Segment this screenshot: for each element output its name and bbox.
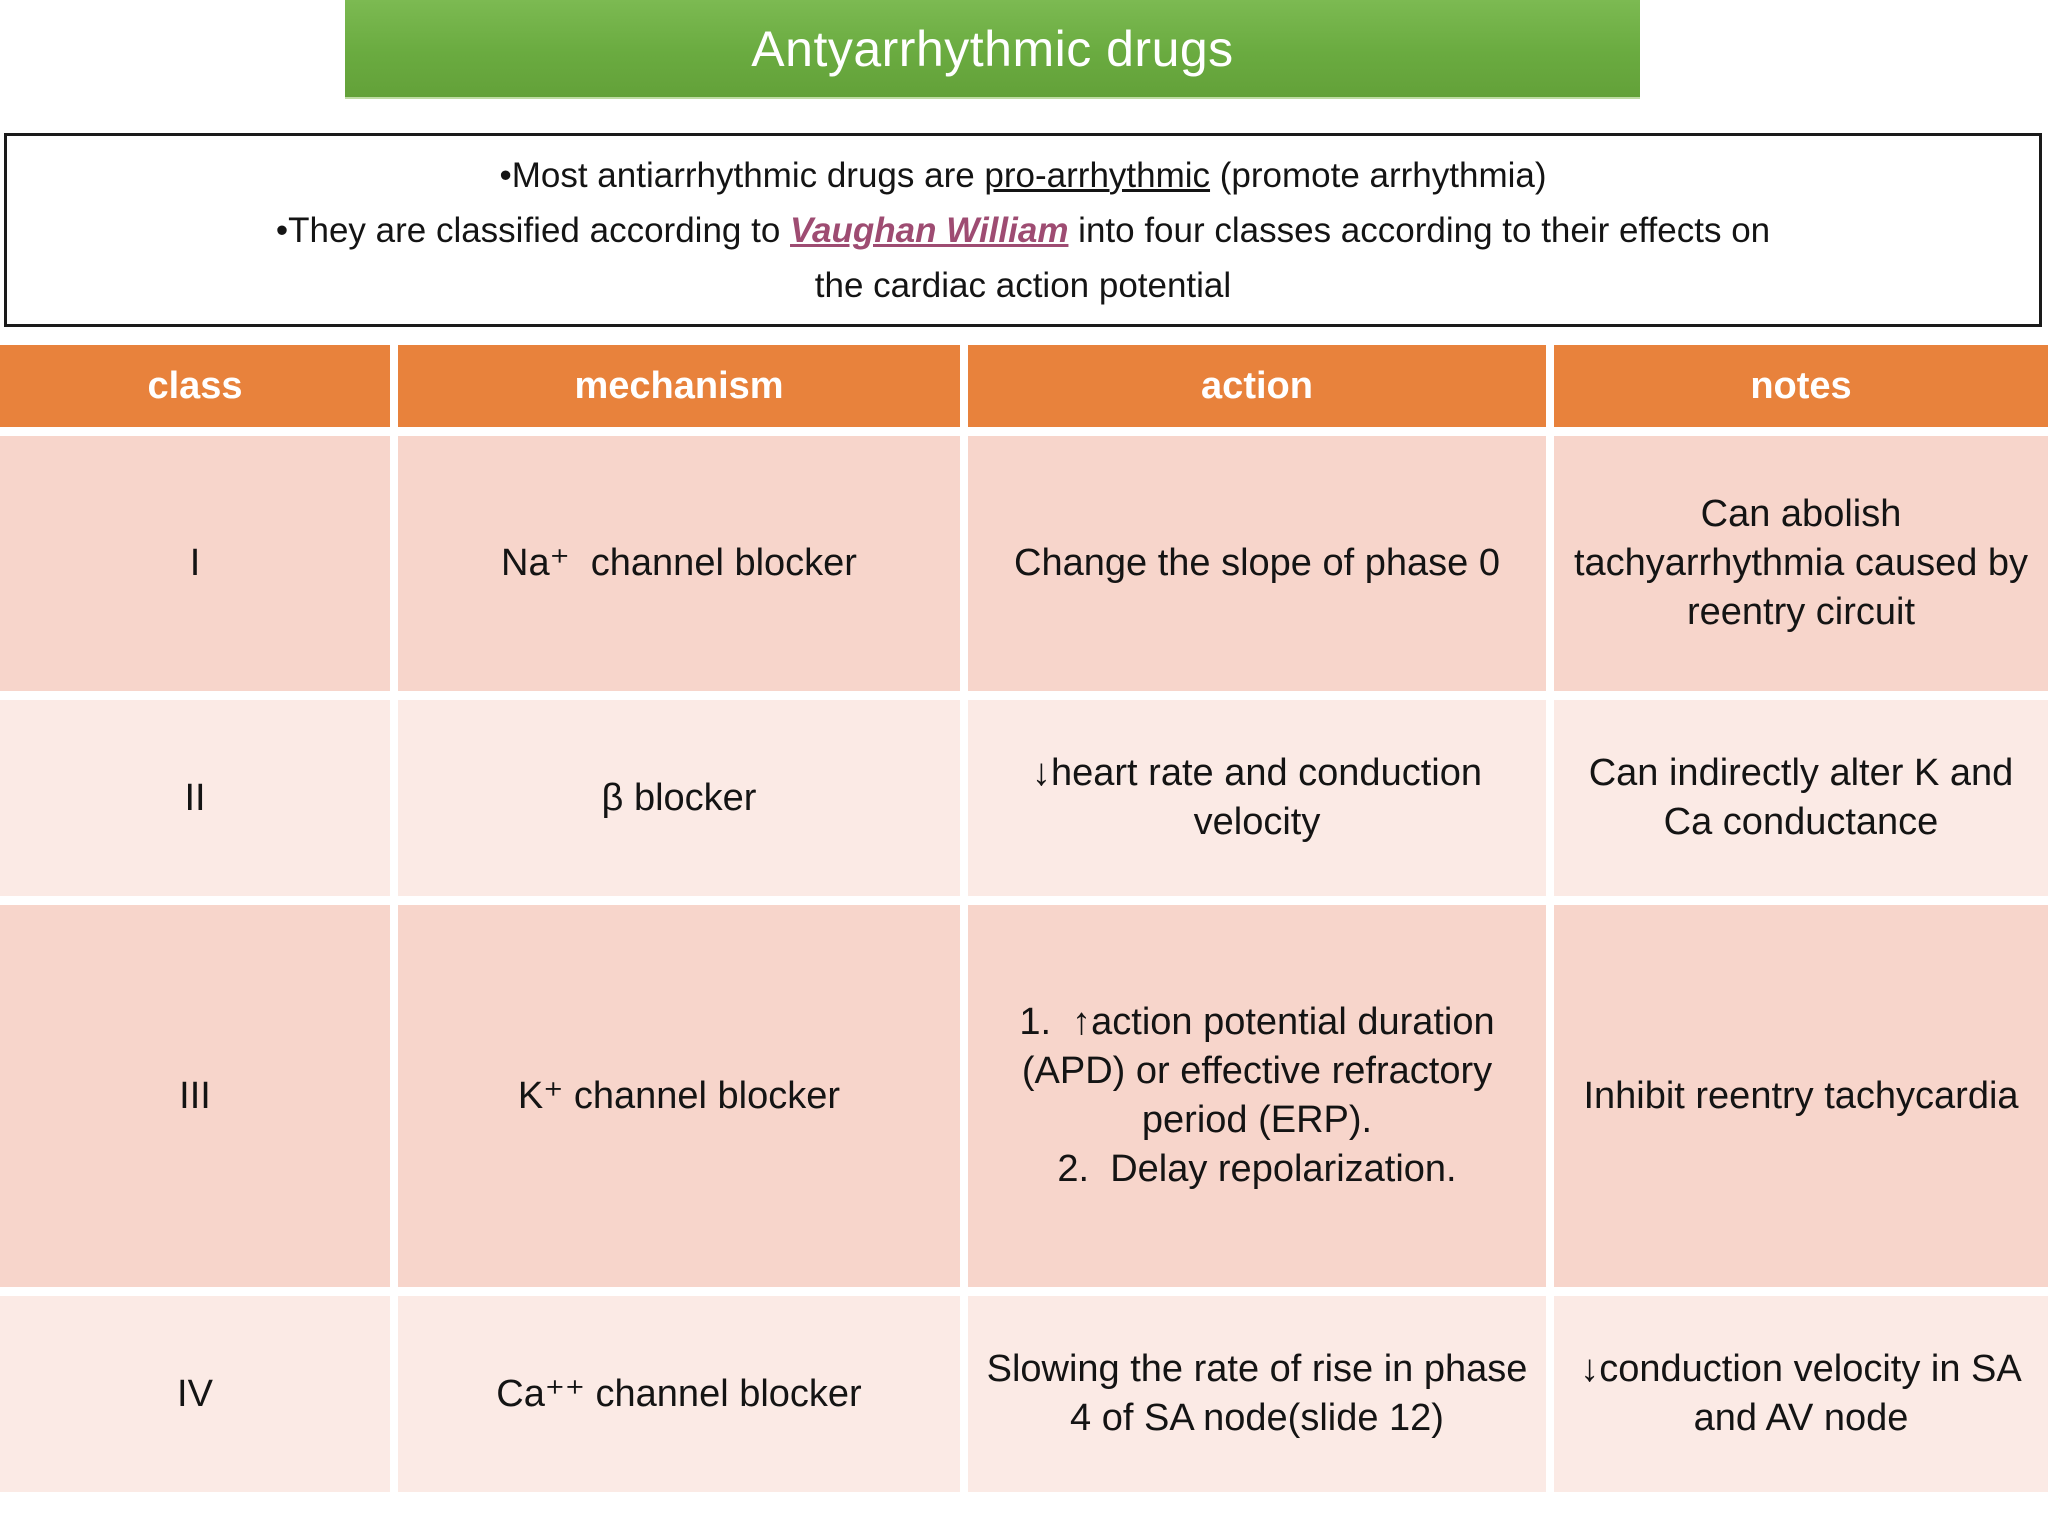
column-header-notes: notes <box>1554 345 2048 427</box>
cell-action-I: Change the slope of phase 0 <box>968 436 1546 691</box>
cell-notes-II: Can indirectly alter K and Ca conductanc… <box>1554 700 2048 896</box>
column-header-action: action <box>968 345 1546 427</box>
intro-line-3: the cardiac action potential <box>814 265 1232 305</box>
intro-text-box: •Most antiarrhythmic drugs are pro-arrhy… <box>4 133 2042 327</box>
page-title: Antyarrhythmic drugs <box>751 20 1234 77</box>
column-header-mechanism: mechanism <box>398 345 960 427</box>
cell-class-I: I <box>0 436 390 691</box>
cell-notes-III: Inhibit reentry tachycardia <box>1554 905 2048 1287</box>
cell-mechanism-I: Na⁺ channel blocker <box>398 436 960 691</box>
title-bar: Antyarrhythmic drugs <box>345 0 1640 99</box>
antiarrhythmic-classes-table: class mechanism action notes I Na⁺ chann… <box>0 345 2048 1492</box>
intro-line1-prefix: •Most antiarrhythmic drugs are <box>499 155 985 195</box>
cell-notes-I: Can abolish tachyarrhythmia caused by re… <box>1554 436 2048 691</box>
cell-action-II: ↓heart rate and conduction velocity <box>968 700 1546 896</box>
intro-line1-suffix: (promote arrhythmia) <box>1210 155 1547 195</box>
cell-action-III: 1. ↑action potential duration (APD) or e… <box>968 905 1546 1287</box>
cell-mechanism-II: β blocker <box>398 700 960 896</box>
intro-line1-underlined: pro-arrhythmic <box>984 155 1211 195</box>
cell-class-IV: IV <box>0 1296 390 1492</box>
cell-class-II: II <box>0 700 390 896</box>
cell-mechanism-III: K⁺ channel blocker <box>398 905 960 1287</box>
vaughan-william-reference: Vaughan William <box>790 210 1069 250</box>
intro-line-1: •Most antiarrhythmic drugs are pro-arrhy… <box>7 148 2039 203</box>
cell-mechanism-IV: Ca⁺⁺ channel blocker <box>398 1296 960 1492</box>
column-header-class: class <box>0 345 390 427</box>
cell-class-III: III <box>0 905 390 1287</box>
intro-line2-prefix: •They are classified according to <box>275 210 791 250</box>
cell-action-IV: Slowing the rate of rise in phase 4 of S… <box>968 1296 1546 1492</box>
intro-line-2: •They are classified according to Vaugha… <box>7 203 2039 313</box>
cell-notes-IV: ↓conduction velocity in SA and AV node <box>1554 1296 2048 1492</box>
intro-line2-suffix: into four classes according to their eff… <box>1068 210 1771 250</box>
